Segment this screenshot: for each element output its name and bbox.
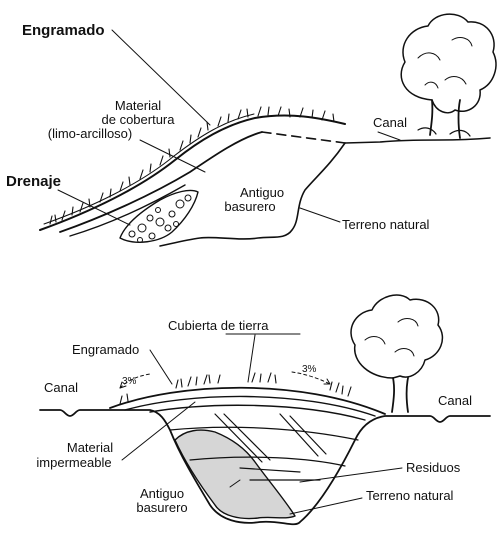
label-residuos: Residuos — [406, 460, 461, 475]
label-slope-left: 3% — [122, 376, 137, 387]
label-antiguo-bottom-2: basurero — [136, 500, 187, 515]
label-drenaje: Drenaje — [6, 173, 61, 190]
label-canal-left: Canal — [44, 380, 78, 395]
label-material-2: de cobertura — [102, 112, 176, 127]
label-canal-top: Canal — [373, 115, 407, 130]
waste-cells — [169, 413, 359, 481]
label-antiguo-bottom-1: Antiguo — [140, 486, 184, 501]
original-ground-dashed — [261, 131, 346, 144]
slope-arrow-right — [291, 371, 331, 385]
tree-icon — [400, 13, 497, 139]
natural-ground-line — [344, 137, 491, 144]
label-canal-right: Canal — [438, 393, 472, 408]
label-slope-right: 3% — [302, 364, 317, 375]
cover-layer-bottom — [59, 131, 263, 233]
slope-arrow-left — [119, 373, 151, 389]
label-material-imp-1: Material — [67, 440, 113, 455]
cover-layer-top — [39, 114, 346, 231]
grass-top — [49, 106, 335, 225]
label-material-1: Material — [115, 98, 161, 113]
label-antiguo-top-1: Antiguo — [240, 185, 284, 200]
label-antiguo-top-2: basurero — [224, 199, 275, 214]
label-engramado-bottom: Engramado — [72, 342, 139, 357]
old-landfill-fill — [174, 429, 296, 520]
cover-arc-1 — [109, 386, 386, 415]
label-terreno-top: Terreno natural — [342, 217, 430, 232]
label-engramado-top: Engramado — [22, 22, 105, 39]
bottom-labels: Cubierta de tierra Engramado Canal 3% 3%… — [36, 318, 472, 515]
label-material-imp-2: impermeable — [36, 455, 111, 470]
cover-arc-3 — [149, 404, 366, 421]
drainage-gravel — [119, 189, 199, 243]
cover-arc-2 — [124, 395, 376, 417]
top-labels: Engramado Material de cobertura (limo-ar… — [6, 22, 430, 232]
label-material-3: (limo-arcilloso) — [48, 126, 133, 141]
ground-line-bottom — [39, 409, 491, 526]
top-diagram — [39, 13, 497, 247]
grass-bottom — [119, 372, 352, 405]
bottom-diagram — [39, 294, 491, 526]
label-terreno-bottom: Terreno natural — [366, 488, 454, 503]
label-cubierta: Cubierta de tierra — [168, 318, 269, 333]
gravel-stones — [128, 194, 192, 243]
tree-icon — [350, 294, 444, 413]
